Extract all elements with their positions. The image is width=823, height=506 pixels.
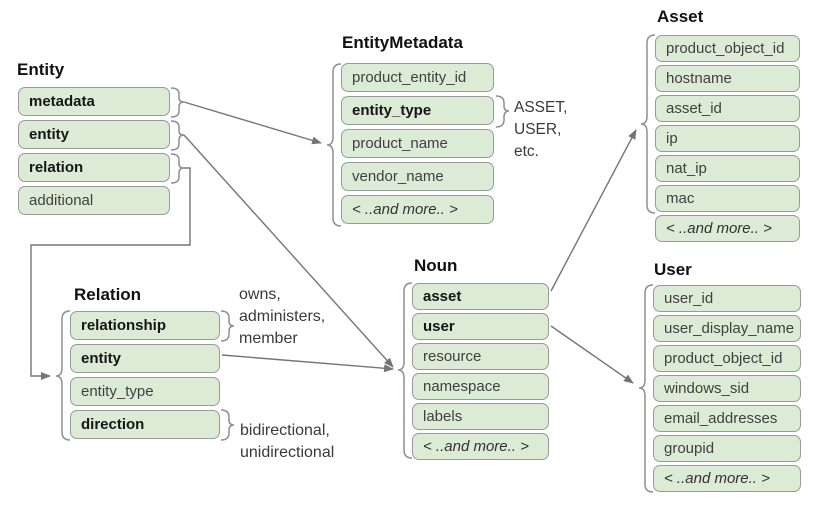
bracket-entity-relation — [170, 153, 185, 184]
field-asset-and-more: < ..and more.. > — [655, 215, 800, 242]
field-asset-product-object-id: product_object_id — [655, 35, 800, 62]
bracket-entitymetadata-entity-type — [495, 95, 510, 128]
field-user-product-object-id: product_object_id — [653, 345, 801, 372]
field-asset-asset-id: asset_id — [655, 95, 800, 122]
user-box-title: User — [654, 260, 692, 279]
bracket-relation-relationship — [220, 310, 235, 342]
arrow-relation-entity-to-noun — [221, 354, 394, 373]
relation-box: relationship entity entity_type directio… — [70, 311, 220, 443]
brace-noun-left — [397, 282, 413, 459]
bracket-relation-direction — [220, 409, 235, 441]
field-asset-ip: ip — [655, 125, 800, 152]
field-em-entity-type: entity_type — [341, 96, 494, 125]
arrow-noun-user-to-user — [550, 325, 634, 384]
field-user-user-id: user_id — [653, 285, 801, 312]
field-entity-additional: additional — [18, 186, 170, 215]
field-noun-labels: labels — [412, 403, 549, 430]
field-entity-entity: entity — [18, 120, 170, 149]
field-em-product-name: product_name — [341, 129, 494, 158]
user-box: user_id user_display_name product_object… — [653, 285, 801, 495]
brace-user-left — [638, 284, 654, 493]
field-user-groupid: groupid — [653, 435, 801, 462]
field-noun-user: user — [412, 313, 549, 340]
field-relation-entity-type: entity_type — [70, 377, 220, 406]
field-relation-direction: direction — [70, 410, 220, 439]
field-user-windows-sid: windows_sid — [653, 375, 801, 402]
field-em-vendor-name: vendor_name — [341, 162, 494, 191]
field-noun-namespace: namespace — [412, 373, 549, 400]
annotation-relationship-values: owns, administers, member — [239, 286, 326, 347]
noun-box: asset user resource namespace labels < .… — [412, 283, 549, 463]
field-user-email-addresses: email_addresses — [653, 405, 801, 432]
entitymetadata-box: product_entity_id entity_type product_na… — [341, 63, 494, 228]
brace-asset-left — [640, 34, 656, 214]
field-em-and-more: < ..and more.. > — [341, 195, 494, 224]
field-noun-and-more: < ..and more.. > — [412, 433, 549, 460]
relation-box-title: Relation — [74, 285, 142, 304]
arrow-entity-metadata-to-entitymetadata — [183, 101, 322, 145]
annotation-direction-values: bidirectional, unidirectional — [240, 422, 335, 461]
field-noun-resource: resource — [412, 343, 549, 370]
field-noun-asset: asset — [412, 283, 549, 310]
field-asset-mac: mac — [655, 185, 800, 212]
entity-box-title: Entity — [17, 60, 65, 79]
field-em-product-entity-id: product_entity_id — [341, 63, 494, 92]
field-asset-hostname: hostname — [655, 65, 800, 92]
field-user-user-display-name: user_display_name — [653, 315, 801, 342]
field-entity-metadata: metadata — [18, 87, 170, 116]
brace-relation-left — [55, 310, 71, 441]
field-user-and-more: < ..and more.. > — [653, 465, 801, 492]
field-relation-entity: entity — [70, 344, 220, 373]
bracket-entity-metadata — [170, 87, 185, 118]
entitymetadata-box-title: EntityMetadata — [342, 33, 463, 52]
entity-box: metadata entity relation additional — [18, 87, 170, 219]
field-entity-relation: relation — [18, 153, 170, 182]
bracket-entity-entity — [170, 120, 185, 151]
noun-box-title: Noun — [414, 256, 458, 275]
brace-entitymetadata-left — [326, 63, 342, 227]
asset-box: product_object_id hostname asset_id ip n… — [655, 35, 800, 245]
annotation-entity-type-values: ASSET, USER, etc. — [514, 99, 568, 160]
field-relation-relationship: relationship — [70, 311, 220, 340]
asset-box-title: Asset — [657, 7, 704, 26]
field-asset-nat-ip: nat_ip — [655, 155, 800, 182]
